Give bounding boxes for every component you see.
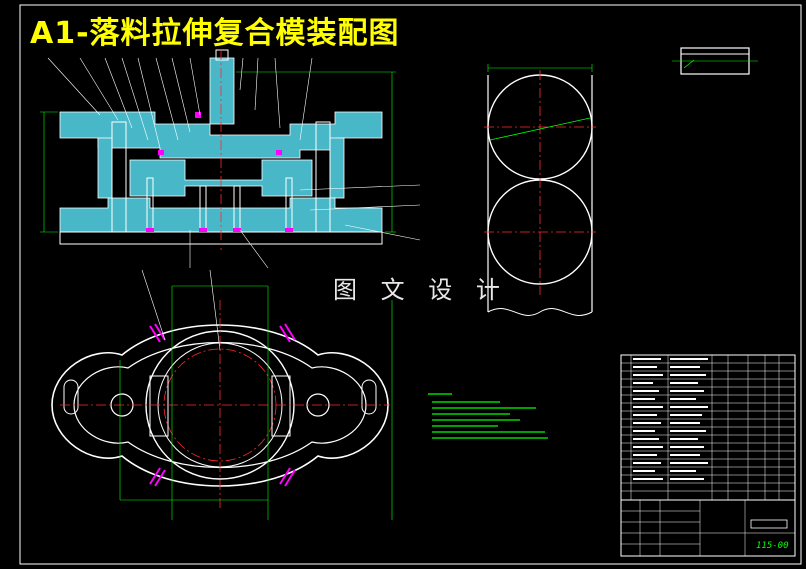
drawing-number: 115-00 xyxy=(756,541,789,551)
parts-list xyxy=(620,354,796,501)
technical-notes xyxy=(428,393,548,439)
section-view xyxy=(40,49,421,269)
drawing-title: A1-落料拉伸复合模装配图 xyxy=(30,16,400,51)
drawing-frame xyxy=(19,4,802,565)
watermark-text: 图 文 设 计 xyxy=(333,276,508,304)
title-block: 115-00 xyxy=(620,499,796,557)
plan-view xyxy=(51,269,393,520)
detail-view xyxy=(672,47,758,75)
strip-layout xyxy=(484,64,596,316)
